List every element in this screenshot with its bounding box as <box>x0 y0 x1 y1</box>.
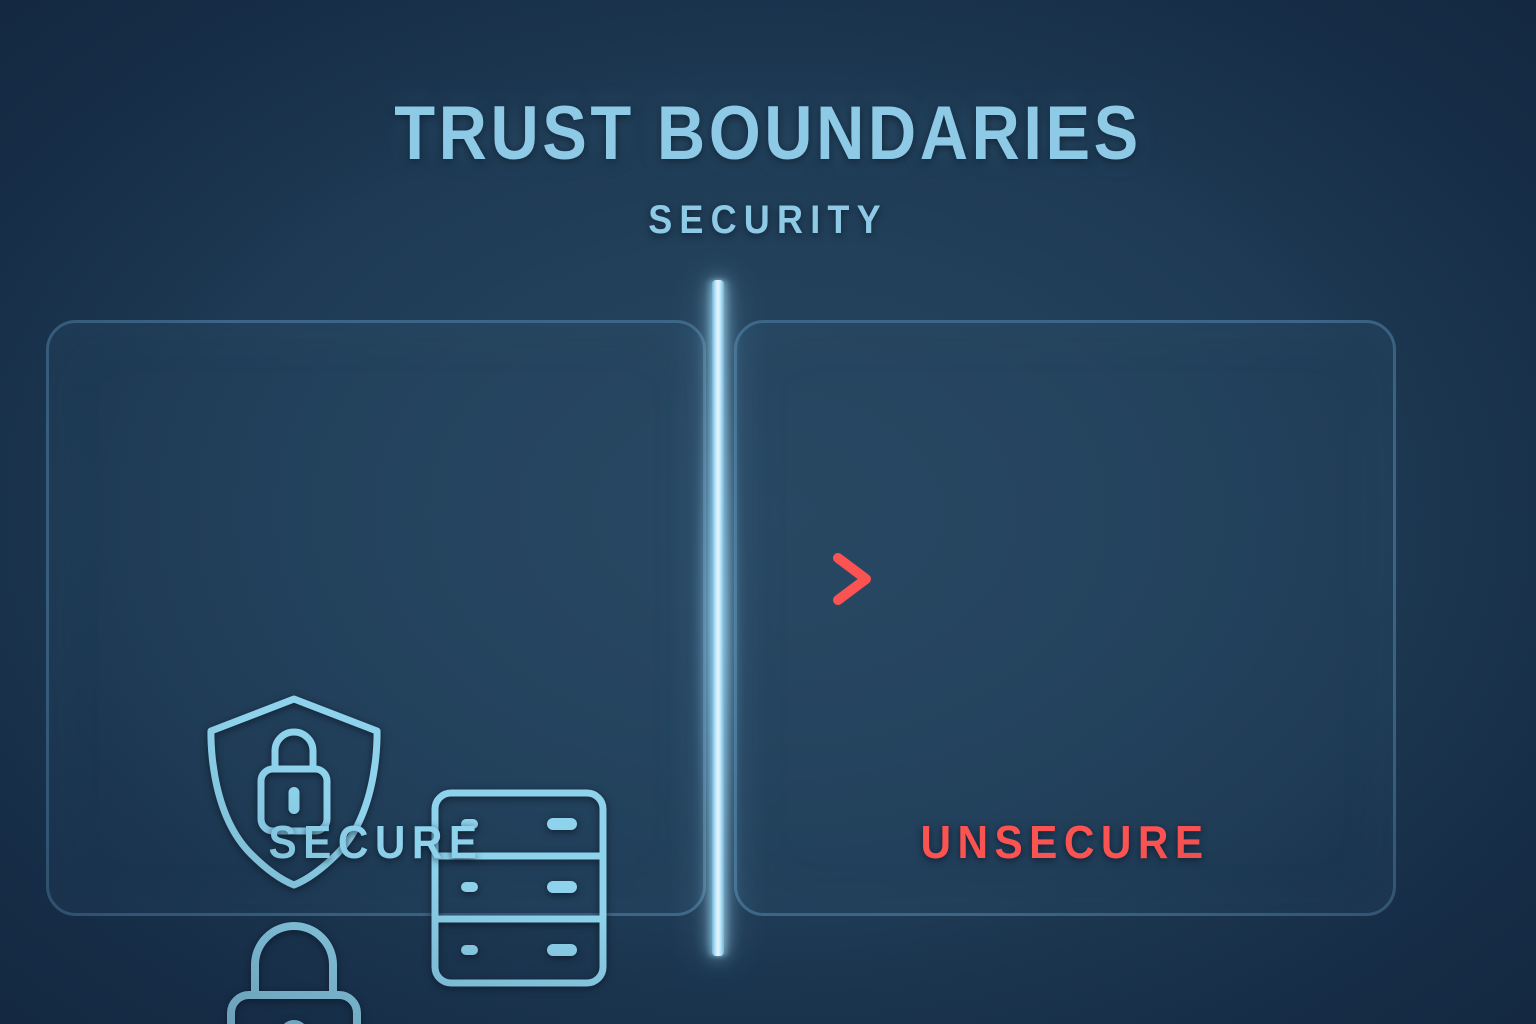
panel-unsecure: UNSECURE <box>734 320 1396 916</box>
header: TRUST BOUNDARIES SECURITY <box>0 91 1536 242</box>
page-title: TRUST BOUNDARIES <box>394 91 1142 176</box>
dashed-boundary-line <box>319 706 1321 730</box>
breach-arrow <box>580 548 880 610</box>
panel-secure: SECURE <box>46 320 706 1024</box>
page-subtitle: SECURITY <box>648 198 888 242</box>
server-rack-icon <box>427 785 611 991</box>
divider-core-band <box>712 280 724 956</box>
panel-label-secure: SECURE <box>268 816 484 868</box>
padlock-icon <box>219 913 369 1024</box>
divider-soft-band <box>706 280 730 956</box>
shield-lock-icon <box>199 691 389 891</box>
panel-label-unsecure: UNSECURE <box>920 816 1210 868</box>
